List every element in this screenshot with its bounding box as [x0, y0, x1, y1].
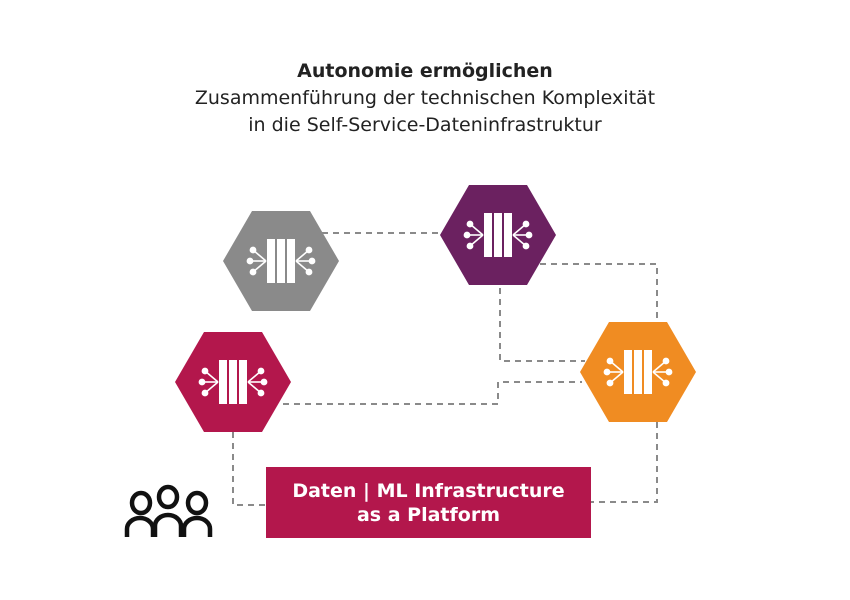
platform-box-line2: as a Platform	[356, 503, 500, 526]
connector-crimson-orange	[283, 381, 582, 405]
node-orange	[580, 322, 696, 422]
node-purple	[440, 185, 556, 285]
node-crimson	[175, 332, 291, 432]
platform-box: Daten | ML Infrastructure as a Platform	[266, 467, 591, 538]
node-gray	[223, 211, 339, 311]
diagram-title: Autonomie ermöglichen	[297, 60, 553, 82]
diagram-subtitle-line2: in die Self-Service-Dateninfrastruktur	[248, 114, 602, 136]
connector-purple-orange-top	[540, 263, 658, 322]
connector-purple-orange-mid	[499, 288, 585, 362]
connector-lines	[232, 232, 658, 506]
connector-crimson-box	[232, 432, 266, 506]
diagram-subtitle-line1: Zusammenführung der technischen Komplexi…	[194, 87, 656, 109]
connector-orange-box	[591, 422, 658, 503]
platform-box-line1: Daten | ML Infrastructure	[292, 479, 565, 502]
people-group-icon	[124, 484, 213, 537]
